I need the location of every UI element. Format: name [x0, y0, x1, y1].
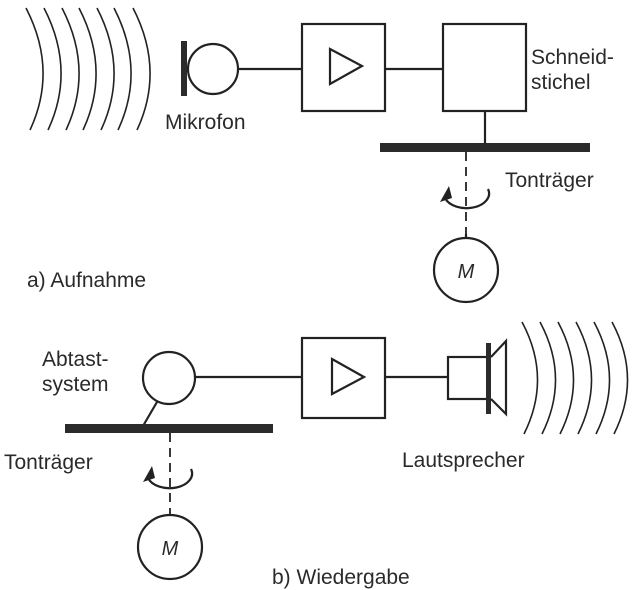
pickup-icon: [141, 350, 197, 427]
playback-amplifier-triangle-icon: [330, 357, 367, 396]
incoming-sound-waves-icon: [25, 7, 151, 131]
cutter-head-block: [441, 22, 528, 113]
recording-section: Mikrofon Schneid- stichel Tonträger M a)…: [25, 7, 614, 304]
rotation-arrow-icon: [440, 186, 491, 210]
cutter-label-line2: stichel: [531, 71, 591, 94]
amplifier-triangle-icon: [328, 47, 365, 86]
microphone-label: Mikrofon: [165, 111, 246, 134]
playback-motor-icon: M: [136, 513, 204, 581]
playback-amplifier-block: [300, 336, 387, 420]
pickup-label-line1: Abtast-: [42, 348, 109, 371]
playback-carrier-label: Tonträger: [4, 451, 93, 474]
speaker-label: Lautsprecher: [402, 449, 525, 472]
cutter-label-line1: Schneid-: [531, 46, 614, 69]
playback-section: Abtast- system Tonträger M: [4, 321, 629, 589]
playback-rotation-arrow-icon: [143, 466, 194, 490]
pickup-label-line2: system: [42, 373, 109, 396]
loudspeaker-icon: [446, 338, 508, 417]
motor-label: M: [458, 261, 475, 283]
amplifier-block: [300, 22, 387, 113]
microphone-icon: [181, 41, 240, 96]
playback-record-carrier: [65, 424, 273, 433]
playback-caption: b) Wiedergabe: [272, 566, 410, 589]
recording-carrier-label: Tonträger: [505, 169, 594, 192]
motor-icon: M: [432, 236, 500, 304]
record-carrier: [380, 143, 590, 152]
recording-caption: a) Aufnahme: [27, 269, 146, 292]
outgoing-sound-waves-icon: [521, 321, 629, 435]
playback-motor-label: M: [162, 538, 179, 560]
